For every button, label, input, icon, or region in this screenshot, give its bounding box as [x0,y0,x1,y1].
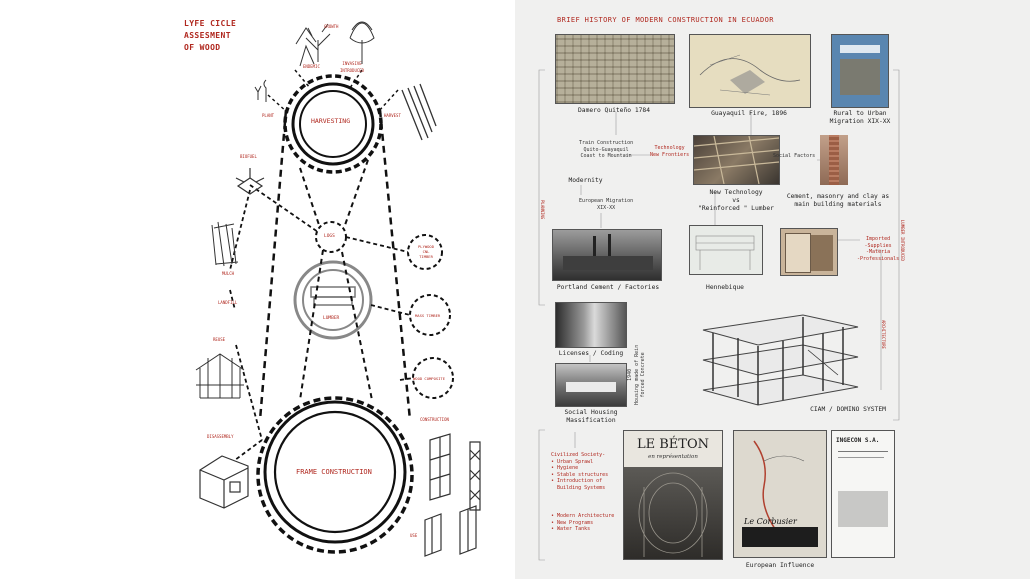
corbusier-title: Le Corbusier [744,517,797,526]
construction-label: CONSTRUCTION [420,417,449,422]
planning-side-label: PLANNING [540,200,545,220]
growth-label: GROWTH [324,24,339,29]
chimney-image [820,135,848,185]
mulch-icon [211,221,239,267]
trains-text: Train Construction Quito-Guayaquil Coast… [579,140,634,159]
history-title: BRIEF HISTORY OF MODERN CONSTRUCTION IN … [557,16,774,24]
le-beton-book-image: LE BÉTON en représentation [623,430,723,560]
european-migration-text: European Migration XIX-XX [579,198,634,211]
biofuel-label: BIOFUEL [240,154,257,159]
lca-title: LYFE CICLE ASSESMENT OF WOOD [184,18,236,54]
wood-composite-label: WOOD COMPOSITE [413,376,446,381]
guayaquil-map-image [689,34,811,108]
lca-title-line-2: ASSESMENT [184,31,231,40]
endemic-label: ENDEMIC [303,64,320,69]
lumber-roof-image [693,135,780,185]
use-panels-icon [424,505,477,557]
mulch-label: MULCH [222,271,235,276]
harvest-logs-icon [401,83,437,141]
invasive-label: INVASIVE INTRODUCED [340,61,365,73]
social-housing-caption: Social Housing Massification [564,409,618,424]
growth-tree-icon [295,23,331,67]
rural-caption: Rural to Urban Migration XIX-XX [829,110,891,125]
ingecon-title: INGECON S.A. [836,437,880,444]
use-label: USE [410,533,418,538]
guayaquil-caption: Guayaquil Fire, 1896 [711,110,787,117]
le-corbusier-book-image: Le Corbusier [733,430,827,558]
history-panel: BRIEF HISTORY OF MODERN CONSTRUCTION IN … [515,0,1030,579]
technology-frontiers-text: Technology New Frontiers [650,145,690,158]
european-influence-caption: European Influence [745,562,815,569]
frame-construction-label: FRAME CONSTRUCTION [296,468,372,476]
construction-frame-icon [429,433,481,511]
reuse-frame-icon [195,353,245,399]
licenses-caption: Licenses / Coding [558,350,624,357]
history-connectors [538,69,900,561]
harvest-label: HARVEST [384,113,401,118]
beton-title: LE BÉTON [636,437,709,452]
damero-caption: Damero Quiteño 1784 [577,107,651,114]
portland-factory-image [552,229,662,281]
disassembly-house-icon [199,455,249,509]
rural-migration-book-image [831,34,889,108]
portland-caption: Portland Cement / Factories [556,284,660,291]
hennebique-caption: Hennebique [706,284,744,291]
invasive-tree-icon [349,21,375,64]
social-factors-text: Social Factors [773,153,816,159]
modern-architecture-list: • Modern Architecture • New Programs • W… [551,513,615,532]
licenses-street-image [555,302,627,348]
life-cycle-diagram [195,21,481,557]
life-cycle-panel: LYFE CICLE ASSESMENT OF WOOD [184,18,481,557]
cement-masonry-caption: Cement, masonry and clay as main buildin… [786,193,890,208]
civilized-society-list: Civilized Society- • Urban Sprawl • Hygi… [551,452,609,491]
reuse-label: REUSE [213,337,226,342]
imported-magazines-image [780,228,838,276]
beton-subtitle: en représentation [648,454,698,460]
harvesting-label: HARVESTING [311,117,351,125]
lca-title-line-1: LYFE CICLE [184,19,237,28]
ingecon-document-image: INGECON S.A. [831,430,895,558]
ciam-caption: CIAM / DOMINO SYSTEM [810,406,886,413]
lca-title-line-3: OF WOOD [184,43,221,52]
plant-label: PLANT [262,113,275,118]
mass-timber-label: MASS TIMBER [415,313,441,318]
landfill-label: LANDFILL [218,300,238,305]
lumber-label: LUMBER [323,316,340,321]
disassembly-label: DISASSEMBLY [207,434,234,439]
plywood-label: PLYWOOD CNL TIMBER [418,244,435,259]
logs-label: LOGS [324,234,335,239]
housing-reinforced-text: 1940 Housing made of Rein forced Concret… [627,344,646,405]
architecture-side-label: ARCHITECTURE [881,320,886,349]
modernity-label: Modernity [568,177,603,184]
hennebique-drawing-image [689,225,763,275]
domino-system-drawing [702,314,859,406]
plant-icon [254,79,267,102]
biofuel-icon [235,168,265,195]
social-housing-image [555,363,627,407]
damero-map-image [555,34,675,104]
lumber-introduced-side-label: LUMBER INTRODUCED [900,220,905,261]
new-technology-caption: New Technology vs "Reinforced " Lumber [698,189,774,212]
imported-text: Imported -Supplies -Materia -Professiona… [857,236,900,262]
